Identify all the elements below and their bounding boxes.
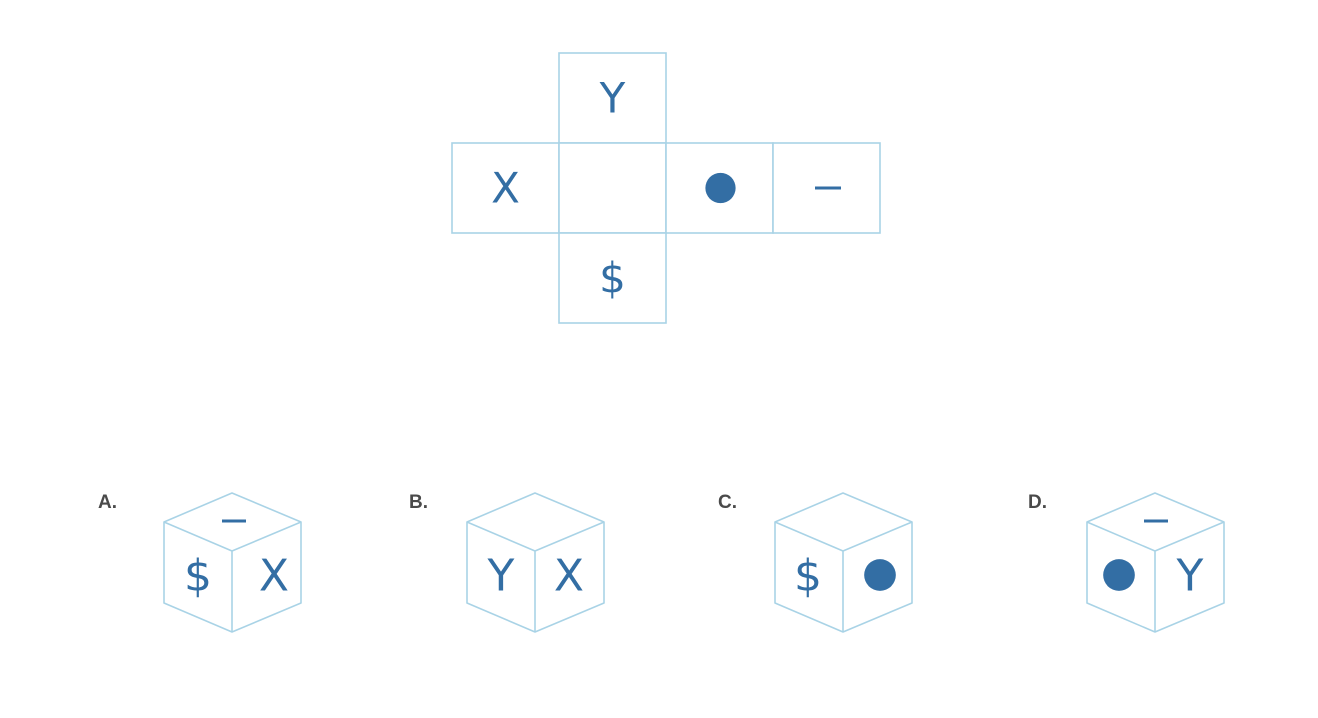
net-cell-left [451, 142, 560, 234]
cube-inner-edges [163, 521, 302, 632]
cube-symbol-right: Y [1176, 551, 1204, 602]
option-label: B. [409, 492, 428, 513]
letter-symbol: X [259, 551, 289, 602]
net-cell-center [558, 142, 667, 234]
cube-symbol-right: X [259, 551, 289, 602]
cube-symbol-right [864, 559, 896, 591]
letter-symbol: $ [599, 254, 626, 303]
letter-symbol: Y [599, 74, 626, 123]
cube-symbol-left: $ [794, 551, 822, 602]
letter-symbol: Y [487, 551, 515, 602]
net-symbol-left: X [491, 164, 520, 213]
circle-symbol [705, 172, 736, 204]
cube-inner-edges [774, 521, 913, 632]
net-cell-bottom [558, 232, 667, 324]
option-a[interactable]: A. $ X [98, 492, 302, 633]
option-c[interactable]: C. $ [718, 492, 913, 633]
net-cell-top [558, 52, 667, 144]
circle-symbol [864, 559, 896, 591]
cube-inner-edges [466, 521, 605, 632]
letter-symbol: Y [1176, 551, 1204, 602]
cube-symbol-left: $ [184, 551, 212, 602]
cube-symbol-right: X [554, 551, 584, 602]
net-symbol-bottom: $ [599, 254, 626, 303]
cube-net: Y X $ [451, 52, 881, 324]
letter-symbol: $ [184, 551, 212, 602]
cube-inner-edges [1086, 521, 1225, 632]
letter-symbol: $ [794, 551, 822, 602]
option-cubes: A. $ X B. Y X C. $ D. [98, 492, 1225, 633]
net-symbol-top: Y [599, 74, 626, 123]
option-d[interactable]: D. Y [1028, 492, 1225, 633]
net-symbol-right [705, 172, 736, 204]
cube-symbol-left [1103, 559, 1135, 591]
option-label: C. [718, 492, 737, 513]
option-b[interactable]: B. Y X [409, 492, 605, 633]
circle-symbol [1103, 559, 1135, 591]
letter-symbol: X [491, 164, 520, 213]
option-label: D. [1028, 492, 1047, 513]
cube-symbol-left: Y [487, 551, 515, 602]
option-label: A. [98, 492, 117, 513]
letter-symbol: X [554, 551, 584, 602]
